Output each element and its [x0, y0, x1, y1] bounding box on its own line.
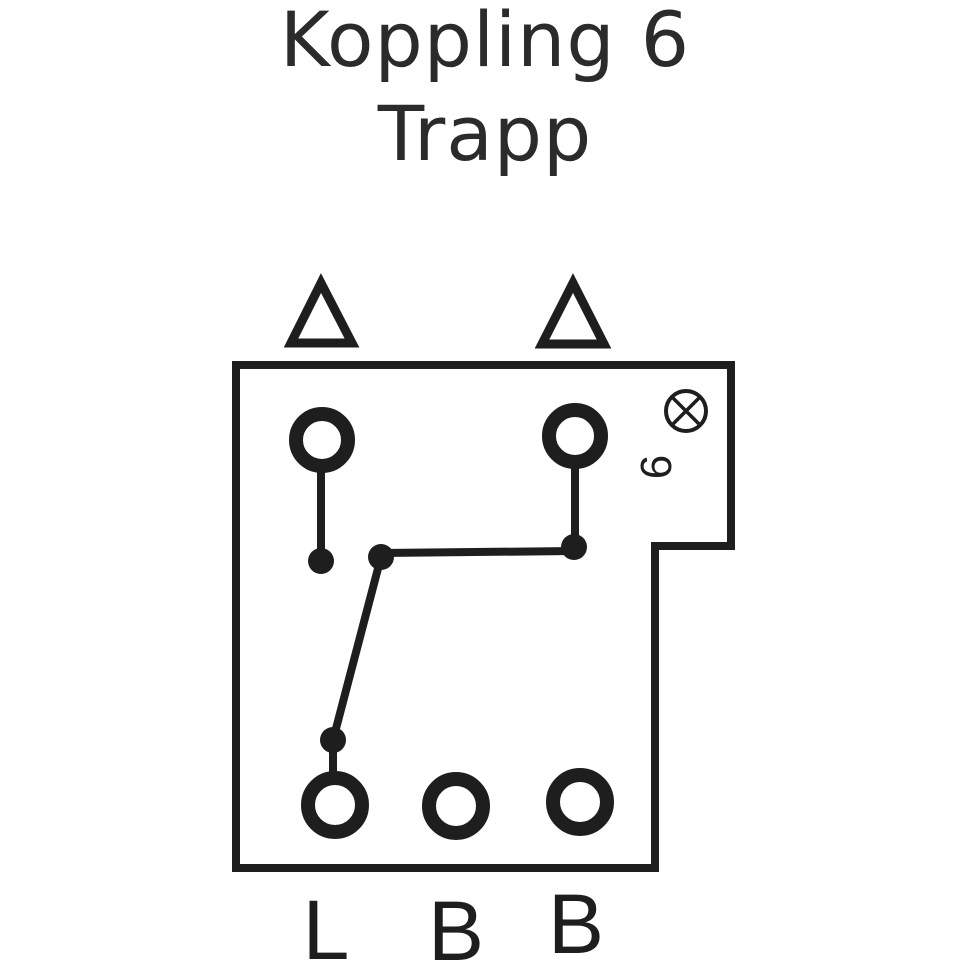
terminal-top-right — [542, 403, 608, 469]
dot-open-contact — [308, 548, 334, 574]
terminal-B2 — [546, 768, 614, 836]
dot-lever-bottom — [320, 727, 346, 753]
switch-housing-outline — [232, 361, 735, 872]
terminal-L — [301, 771, 369, 839]
terminal-label-B1: B — [428, 884, 484, 970]
side-number: 6 — [632, 455, 681, 479]
terminal-label-B2: B — [548, 877, 604, 970]
wires — [317, 460, 579, 781]
title-line-1: Koppling 6 — [279, 0, 691, 84]
dot-right-corner — [561, 534, 587, 560]
terminal-top-left — [289, 407, 355, 473]
triangle-icon — [283, 273, 360, 348]
terminal-B1 — [422, 772, 490, 840]
terminal-label-L: L — [303, 883, 350, 970]
triangle-icon — [534, 273, 612, 349]
junction-dots — [308, 534, 587, 753]
lamp-icon — [664, 389, 708, 433]
title-line-2: Trapp — [377, 89, 593, 178]
dot-pivot — [368, 544, 394, 570]
